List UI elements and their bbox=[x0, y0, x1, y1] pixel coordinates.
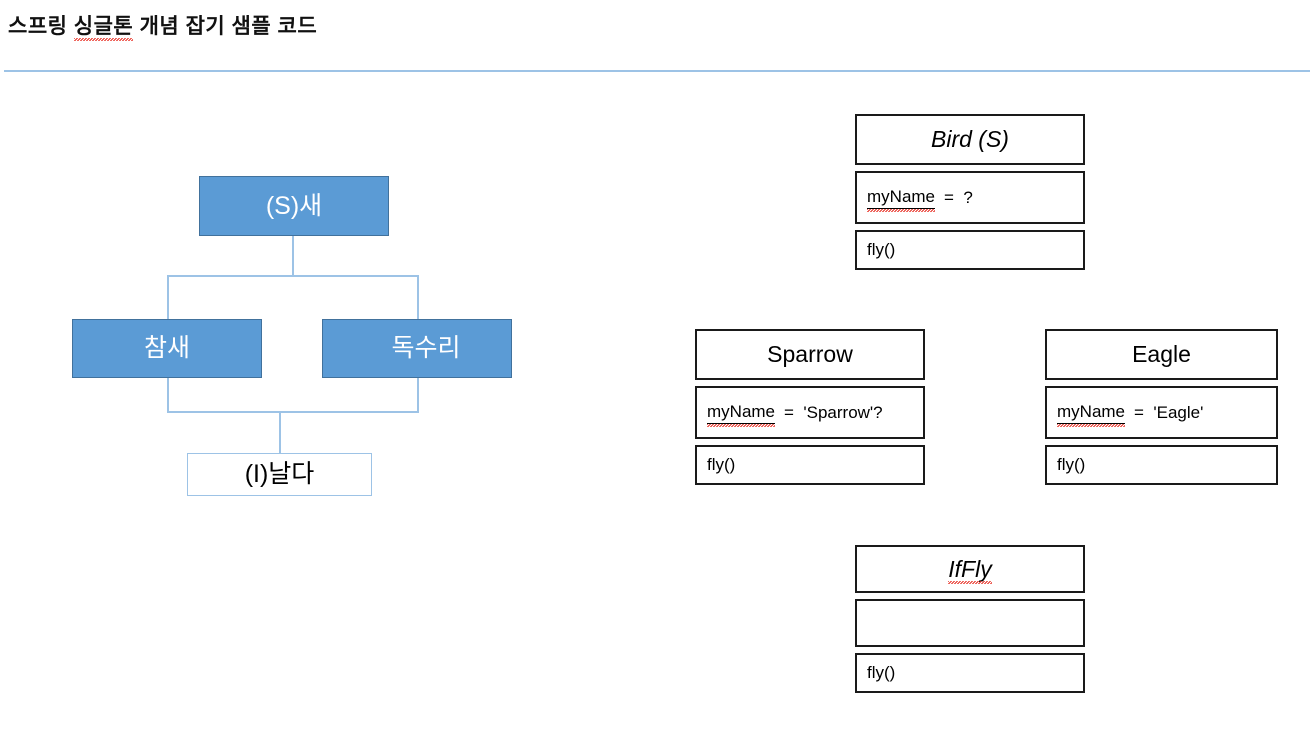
node-fly-interface-label: (I)날다 bbox=[244, 460, 315, 488]
node-bird-label: (S)새 bbox=[265, 191, 323, 220]
uml-class-bird-method-fly: fly() bbox=[867, 240, 896, 259]
uml-class-eagle-attr-value: = 'Eagle' bbox=[1134, 402, 1204, 422]
uml-class-bird-title: Bird (S) bbox=[855, 114, 1085, 165]
uml-class-eagle-name: Eagle bbox=[1132, 341, 1191, 367]
connector-bird-split bbox=[167, 275, 419, 277]
uml-class-iffly[interactable]: IfFly fly() bbox=[855, 545, 1085, 693]
title-divider bbox=[4, 70, 1310, 72]
uml-class-iffly-title: IfFly bbox=[855, 545, 1085, 593]
uml-class-bird-attr-value: = ? bbox=[944, 187, 973, 207]
page-title-suffix: 개념 잡기 샘플 코드 bbox=[133, 15, 318, 38]
uml-class-sparrow-attr-value: = 'Sparrow'? bbox=[784, 402, 883, 422]
node-bird[interactable]: (S)새 bbox=[199, 176, 389, 236]
uml-class-eagle-methods: fly() bbox=[1045, 445, 1278, 485]
uml-class-iffly-methods: fly() bbox=[855, 653, 1085, 693]
node-fly-interface[interactable]: (I)날다 bbox=[187, 453, 372, 496]
uml-class-sparrow-name: Sparrow bbox=[767, 341, 853, 367]
uml-class-eagle-attr-name: myName bbox=[1057, 402, 1126, 427]
bird-hierarchy-diagram: (S)새 참새 독수리 (I)날다 bbox=[0, 0, 620, 735]
uml-class-eagle[interactable]: Eagle myName = 'Eagle' fly() bbox=[1045, 329, 1278, 485]
node-sparrow[interactable]: 참새 bbox=[72, 319, 262, 378]
uml-class-eagle-title: Eagle bbox=[1045, 329, 1278, 380]
uml-class-bird[interactable]: Bird (S) myName = ? fly() bbox=[855, 114, 1085, 270]
uml-class-sparrow-attributes: myName = 'Sparrow'? bbox=[695, 386, 925, 439]
node-sparrow-label: 참새 bbox=[143, 334, 190, 362]
connector-eagle-down bbox=[417, 377, 419, 413]
connector-merge-bar bbox=[167, 411, 419, 413]
uml-class-bird-attributes: myName = ? bbox=[855, 171, 1085, 224]
uml-class-iffly-method-fly: fly() bbox=[867, 663, 896, 682]
connector-to-sparrow bbox=[167, 275, 169, 321]
connector-bird-down bbox=[292, 236, 294, 276]
uml-class-sparrow-title: Sparrow bbox=[695, 329, 925, 380]
uml-class-iffly-attributes bbox=[855, 599, 1085, 647]
uml-class-sparrow[interactable]: Sparrow myName = 'Sparrow'? fly() bbox=[695, 329, 925, 485]
uml-class-sparrow-method-fly: fly() bbox=[707, 455, 736, 474]
uml-class-bird-methods: fly() bbox=[855, 230, 1085, 270]
uml-class-bird-name: Bird (S) bbox=[931, 126, 1009, 152]
connector-to-eagle bbox=[417, 275, 419, 321]
connector-sparrow-down bbox=[167, 377, 169, 413]
page-title: 스프링 싱글톤 개념 잡기 샘플 코드 bbox=[8, 10, 318, 41]
uml-class-eagle-method-fly: fly() bbox=[1057, 455, 1086, 474]
node-eagle[interactable]: 독수리 bbox=[322, 319, 512, 378]
connector-to-fly bbox=[279, 411, 281, 453]
uml-class-iffly-name: IfFly bbox=[948, 555, 993, 584]
page-title-prefix: 스프링 bbox=[8, 15, 74, 38]
uml-class-sparrow-methods: fly() bbox=[695, 445, 925, 485]
uml-class-eagle-attributes: myName = 'Eagle' bbox=[1045, 386, 1278, 439]
page-title-misspelled-word: 싱글톤 bbox=[73, 10, 134, 41]
uml-class-sparrow-attr-name: myName bbox=[707, 402, 776, 427]
node-eagle-label: 독수리 bbox=[391, 334, 461, 362]
uml-class-bird-attr-name: myName bbox=[867, 187, 936, 212]
